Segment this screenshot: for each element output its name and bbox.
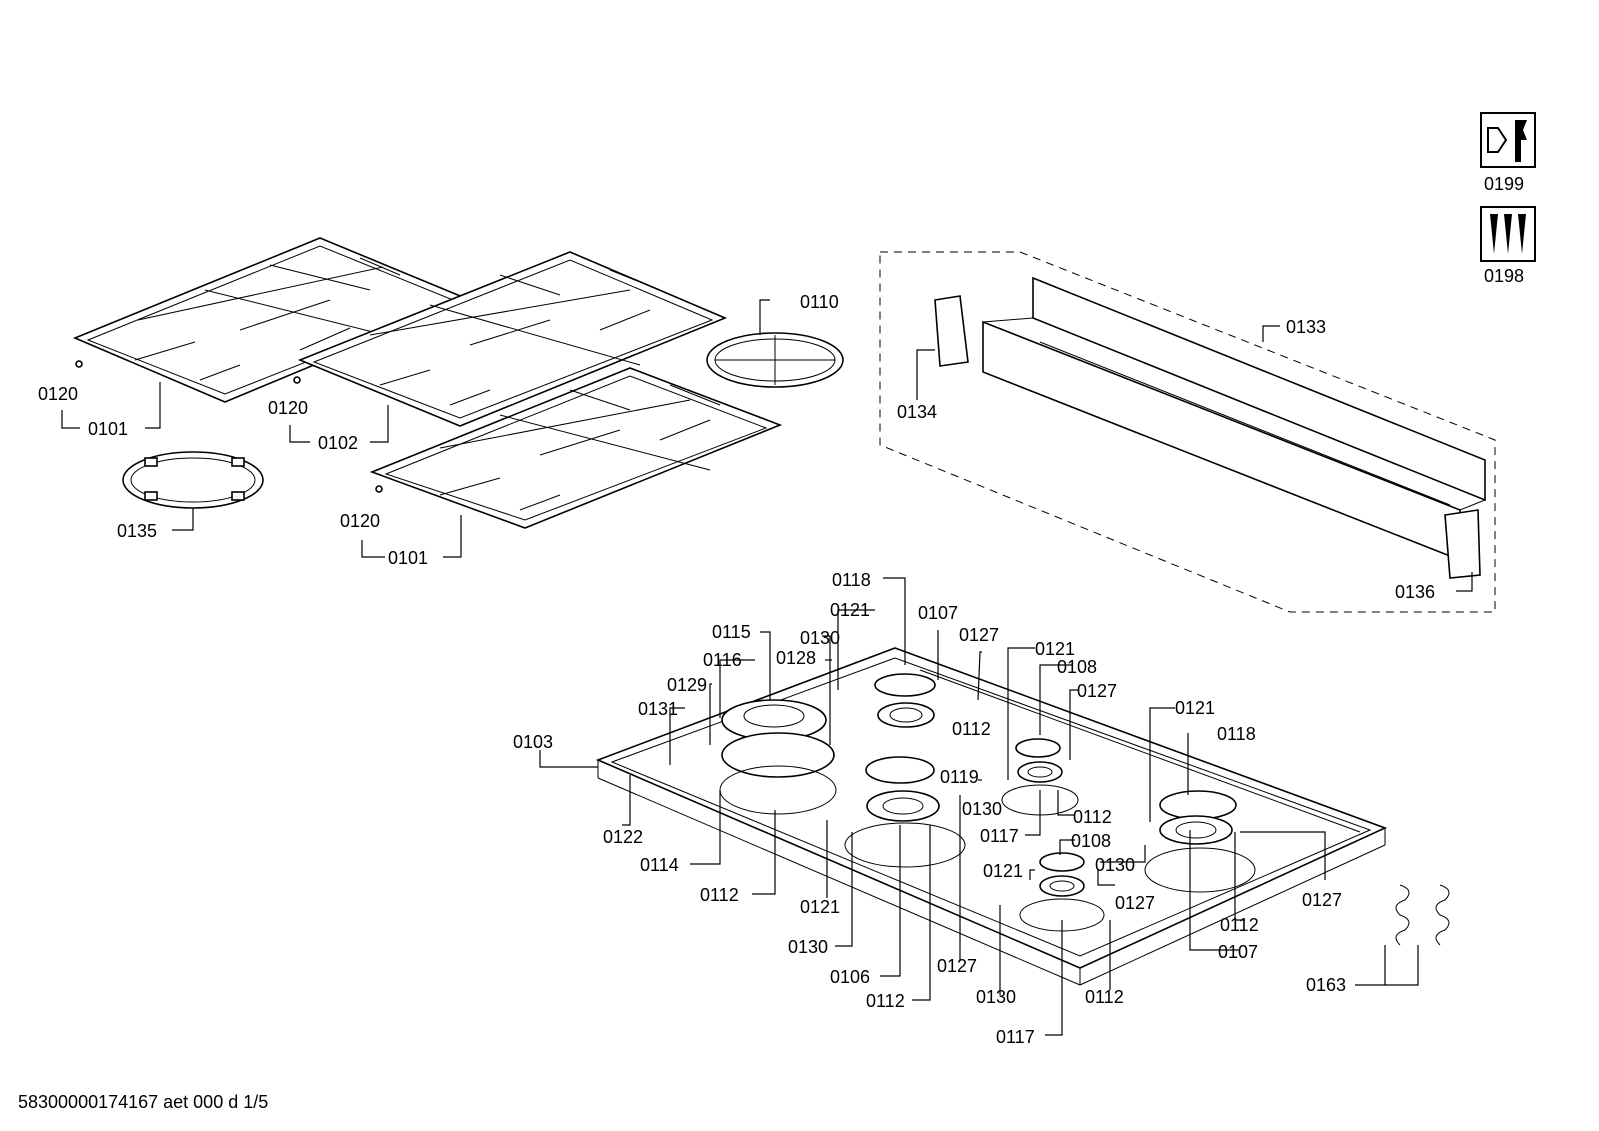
callout-0102: 0102: [318, 433, 358, 453]
callout-0118: 0118: [1217, 724, 1256, 744]
callout-0121: 0121: [983, 861, 1023, 881]
callout-0114: 0114: [640, 855, 679, 875]
back-trim-group: [879, 251, 1496, 613]
wrench-nut-icon: [1480, 112, 1536, 168]
pan-support-middle: [297, 251, 728, 427]
callout-0135: 0135: [117, 521, 157, 541]
callout-0130: 0130: [976, 987, 1016, 1007]
callout-0127: 0127: [937, 956, 977, 976]
callout-0130: 0130: [788, 937, 828, 957]
fixing-clips: [1395, 884, 1450, 946]
callout-0120: 0120: [340, 511, 380, 531]
burner-rear-right: [1001, 738, 1079, 816]
callout-0122: 0122: [603, 827, 643, 847]
callout-0112: 0112: [1073, 807, 1112, 827]
callout-0108: 0108: [1057, 657, 1097, 677]
burner-far-right: [1144, 790, 1256, 893]
callout-0107: 0107: [918, 603, 958, 623]
callout-0128: 0128: [776, 648, 816, 668]
callout-0127: 0127: [1077, 681, 1117, 701]
callout-0116: 0116: [703, 650, 742, 670]
callout-0107: 0107: [1218, 942, 1258, 962]
callout-0130: 0130: [1095, 855, 1135, 875]
callout-0108: 0108: [1071, 831, 1111, 851]
callout-0121: 0121: [830, 600, 870, 620]
callout-0120: 0120: [38, 384, 78, 404]
pan-support-left: [72, 237, 473, 403]
callout-0118: 0118: [832, 570, 871, 590]
callout-0121: 0121: [1035, 639, 1075, 659]
callout-0117: 0117: [980, 826, 1019, 846]
screws-icon: [1480, 206, 1536, 262]
document-code: 58300000174167 aet 000 d 1/5: [18, 1092, 269, 1112]
callout-0112: 0112: [1220, 915, 1259, 935]
callout-0134: 0134: [897, 402, 937, 422]
callout-0131: 0131: [638, 699, 678, 719]
callout-labels: 0120 0101 0120 0102 0120 0101 0135 0110 …: [38, 174, 1524, 1047]
callout-0127: 0127: [959, 625, 999, 645]
callout-0198: 0198: [1484, 266, 1524, 286]
callout-0112: 0112: [1085, 987, 1124, 1007]
callout-0127: 0127: [1302, 890, 1342, 910]
callout-0119: 0119: [940, 767, 979, 787]
callout-0121: 0121: [800, 897, 840, 917]
callout-0110: 0110: [800, 292, 839, 312]
callout-0130: 0130: [962, 799, 1002, 819]
callout-0199: 0199: [1484, 174, 1524, 194]
callout-0129: 0129: [667, 675, 707, 695]
wok-burner: [719, 699, 837, 815]
leader-lines: [61, 299, 1473, 1036]
simmer-ring: [706, 332, 844, 388]
rubber-foot-2: [293, 376, 301, 384]
callout-0106: 0106: [830, 967, 870, 987]
callout-0101: 0101: [388, 548, 428, 568]
callout-0117: 0117: [996, 1027, 1035, 1047]
callout-0136: 0136: [1395, 582, 1435, 602]
burner-front-left: [844, 756, 966, 868]
callout-0112: 0112: [952, 719, 991, 739]
callout-0101: 0101: [88, 419, 128, 439]
callout-0127: 0127: [1115, 893, 1155, 913]
callout-0163: 0163: [1306, 975, 1346, 995]
burner-front-right: [1019, 852, 1105, 932]
callout-0120: 0120: [268, 398, 308, 418]
rubber-foot-1: [75, 360, 83, 368]
rubber-foot-3: [375, 485, 383, 493]
callout-0130: 0130: [800, 628, 840, 648]
callout-0112: 0112: [866, 991, 905, 1011]
burner-rear-left: [874, 673, 936, 728]
wok-ring: [122, 451, 264, 509]
callout-0133: 0133: [1286, 317, 1326, 337]
callout-0103: 0103: [513, 732, 553, 752]
callout-0115: 0115: [712, 622, 751, 642]
callout-0121: 0121: [1175, 698, 1215, 718]
pan-support-right: [369, 367, 783, 529]
callout-0112: 0112: [700, 885, 739, 905]
